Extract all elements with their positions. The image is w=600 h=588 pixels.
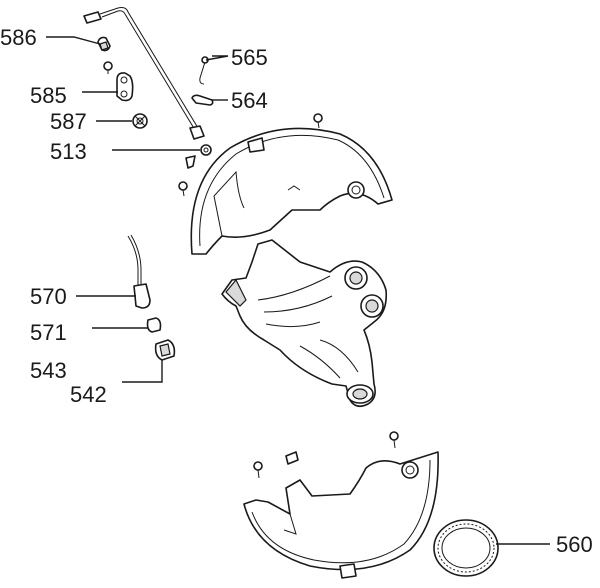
callout-542: 542 bbox=[70, 382, 107, 407]
spring-clip-part bbox=[199, 56, 209, 85]
callout-586: 586 bbox=[0, 25, 37, 50]
callout-564: 564 bbox=[231, 88, 268, 113]
sensor-clip-part bbox=[97, 36, 111, 52]
grommet-part bbox=[132, 113, 148, 129]
wear-sensor-cable bbox=[83, 7, 205, 140]
steering-knuckle bbox=[221, 239, 388, 408]
callout-513: 513 bbox=[50, 139, 87, 164]
upper-dust-shield bbox=[190, 127, 393, 255]
callout-560: 560 bbox=[556, 532, 593, 557]
callout-587: 587 bbox=[50, 109, 87, 134]
abs-tone-ring bbox=[433, 519, 499, 577]
callout-543: 543 bbox=[30, 358, 67, 383]
callout-585: 585 bbox=[30, 83, 67, 108]
callout-570: 570 bbox=[30, 284, 67, 309]
lower-shield-screws bbox=[253, 431, 399, 479]
bushing-part bbox=[154, 339, 176, 361]
retaining-clip-part bbox=[191, 94, 214, 106]
small-screw-part bbox=[103, 61, 113, 74]
lower-dust-shield bbox=[243, 451, 439, 579]
callout-571: 571 bbox=[30, 320, 67, 345]
abs-sensor-part bbox=[127, 234, 151, 309]
bracket-part bbox=[116, 72, 134, 102]
leader-lines bbox=[46, 36, 550, 545]
sensor-sleeve-part bbox=[146, 317, 162, 333]
connector-part bbox=[178, 113, 323, 197]
callout-565: 565 bbox=[231, 45, 268, 70]
